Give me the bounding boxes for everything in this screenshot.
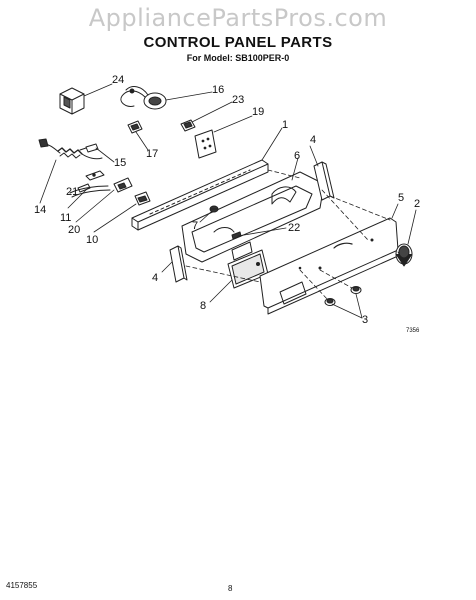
- callout-23: 23: [232, 94, 245, 106]
- callout-4-left: 4: [152, 272, 159, 284]
- callout-10: 10: [86, 234, 99, 246]
- callout-15: 15: [114, 157, 127, 169]
- part-15-connector: [79, 143, 99, 153]
- callout-17: 17: [146, 148, 159, 160]
- part-8-window: [227, 249, 269, 289]
- callout-16: 16: [212, 84, 225, 96]
- callout-11: 11: [60, 212, 72, 224]
- part-14-cord: [38, 138, 103, 160]
- drawing-code: 7356: [406, 328, 420, 334]
- callout-24: 24: [112, 74, 125, 86]
- callout-19: 19: [252, 106, 265, 118]
- leader-lines: [39, 83, 417, 319]
- part-23-clip: [180, 119, 196, 132]
- callout-14: 14: [34, 204, 47, 216]
- part-17-bracket: [127, 120, 143, 134]
- part-4-endcap-left: [169, 245, 188, 283]
- callout-5: 5: [398, 192, 405, 204]
- part-3-buttons: [324, 286, 362, 306]
- callout-8: 8: [200, 300, 207, 312]
- callout-1: 1: [282, 119, 289, 131]
- callout-2: 2: [414, 198, 421, 210]
- part-10-bracket: [134, 191, 151, 206]
- part-11-wire: [69, 185, 111, 198]
- callout-6: 6: [294, 150, 301, 162]
- model-label: For Model: SB100PER-0: [186, 53, 290, 63]
- callout-20: 20: [68, 224, 81, 236]
- part-1-rail: [131, 159, 269, 231]
- part-19-plate: [194, 129, 217, 159]
- part-24-relay: [59, 87, 85, 115]
- callout-22: 22: [288, 222, 301, 234]
- part-7-screw: [209, 205, 219, 213]
- callout-21: 21: [66, 186, 79, 198]
- callout-4-right: 4: [310, 134, 317, 146]
- callout-7: 7: [192, 220, 199, 232]
- document-number: 4157855: [6, 581, 38, 590]
- page-number: 8: [228, 584, 233, 593]
- part-6-frame: [181, 171, 325, 263]
- diagram-title: CONTROL PANEL PARTS: [143, 34, 333, 51]
- assembly-lines: [185, 169, 401, 301]
- part-20-switch: [113, 177, 133, 193]
- watermark: AppliancePartsPros.com: [88, 4, 388, 32]
- part-16-timer: [120, 86, 167, 110]
- callout-3: 3: [362, 314, 369, 326]
- part-2-knob: [395, 243, 413, 267]
- part-22-hardware: [231, 231, 242, 240]
